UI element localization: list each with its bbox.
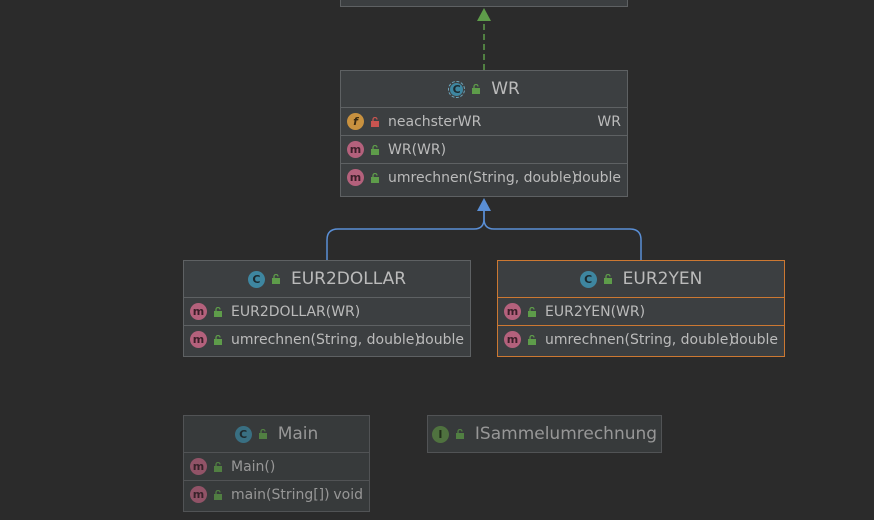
public-lock-icon [603, 274, 613, 284]
method-signature: main(String[]) [231, 486, 330, 503]
public-lock-icon [213, 306, 223, 317]
class-name: Main [277, 424, 319, 444]
method-row[interactable]: m EUR2YEN(WR) [498, 297, 784, 325]
public-lock-icon [527, 334, 537, 345]
class-header: C EUR2YEN [498, 261, 784, 297]
method-signature: umrechnen(String, double) [388, 169, 577, 186]
public-lock-icon [527, 306, 537, 317]
public-lock-icon [455, 429, 465, 439]
class-header: C WR [341, 71, 627, 107]
field-icon: f [347, 113, 364, 130]
method-icon: m [190, 486, 207, 503]
method-icon: m [347, 169, 364, 186]
parent-node-partial[interactable] [340, 0, 628, 7]
field-name: neachsterWR [388, 113, 482, 130]
method-return-type: double [730, 331, 778, 348]
method-row[interactable]: m umrechnen(String, double) double [184, 325, 470, 353]
interface-header: I ISammelumrechnung [428, 416, 661, 452]
public-lock-icon [370, 172, 380, 183]
class-icon: C [247, 270, 265, 288]
public-lock-icon [471, 84, 481, 94]
extends-arrowhead [477, 198, 491, 211]
method-icon: m [504, 303, 521, 320]
implements-arrowhead [477, 8, 491, 21]
method-icon: m [190, 458, 207, 475]
class-node-main[interactable]: C Main m Main() m main(String[]) void [183, 415, 370, 512]
public-lock-icon [258, 429, 268, 439]
interface-node-isammelumrechnung[interactable]: I ISammelumrechnung [427, 415, 662, 453]
method-icon: m [190, 331, 207, 348]
method-signature: EUR2DOLLAR(WR) [231, 303, 361, 320]
method-signature: WR(WR) [388, 141, 447, 158]
method-row[interactable]: m Main() [184, 452, 369, 480]
interface-icon: I [431, 425, 449, 443]
class-node-eur2yen[interactable]: C EUR2YEN m EUR2YEN(WR) m umrechnen(Stri… [497, 260, 785, 357]
method-return-type: void [333, 486, 363, 503]
public-lock-icon [271, 274, 281, 284]
private-lock-icon [370, 116, 380, 127]
method-icon: m [347, 141, 364, 158]
abstract-class-icon: C [448, 80, 466, 98]
public-lock-icon [213, 334, 223, 345]
method-signature: EUR2YEN(WR) [545, 303, 646, 320]
class-name: EUR2DOLLAR [290, 269, 407, 289]
class-header: C Main [184, 416, 369, 452]
class-node-wr[interactable]: C WR f neachsterWR WR m WR(WR) m umrechn… [340, 70, 628, 197]
class-node-eur2dollar[interactable]: C EUR2DOLLAR m EUR2DOLLAR(WR) m umrechne… [183, 260, 471, 357]
method-return-type: double [416, 331, 464, 348]
public-lock-icon [213, 461, 223, 472]
method-return-type: double [573, 169, 621, 186]
class-name: WR [491, 79, 520, 99]
public-lock-icon [213, 489, 223, 500]
method-signature: umrechnen(String, double) [545, 331, 734, 348]
method-row[interactable]: m EUR2DOLLAR(WR) [184, 297, 470, 325]
class-header: C EUR2DOLLAR [184, 261, 470, 297]
method-row[interactable]: m umrechnen(String, double) double [498, 325, 784, 353]
method-row[interactable]: m umrechnen(String, double) double [341, 163, 627, 191]
class-name: EUR2YEN [622, 269, 703, 289]
method-row[interactable]: m main(String[]) void [184, 480, 369, 508]
method-signature: Main() [231, 458, 276, 475]
public-lock-icon [370, 144, 380, 155]
method-icon: m [504, 331, 521, 348]
extends-arrow-eur2yen [483, 210, 642, 261]
extends-arrow-eur2dollar [326, 210, 485, 261]
method-row[interactable]: m WR(WR) [341, 135, 627, 163]
method-icon: m [190, 303, 207, 320]
method-signature: umrechnen(String, double) [231, 331, 420, 348]
runnable-class-icon: C [234, 425, 252, 443]
interface-name: ISammelumrechnung [474, 424, 658, 444]
field-row[interactable]: f neachsterWR WR [341, 107, 627, 135]
class-icon: C [579, 270, 597, 288]
field-type: WR [597, 113, 621, 130]
